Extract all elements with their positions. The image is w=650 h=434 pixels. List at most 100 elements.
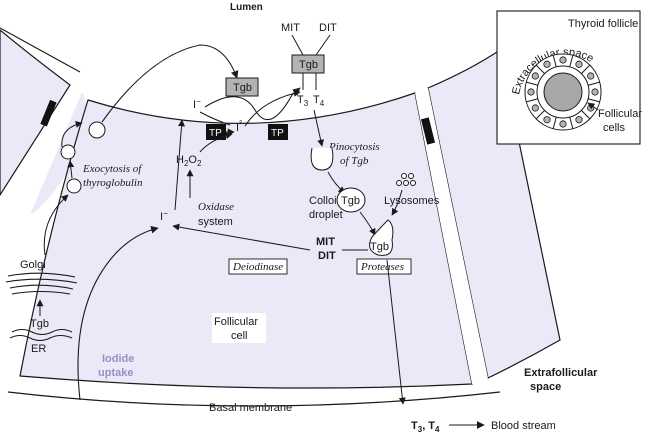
inset-cell-nucleus <box>587 104 595 112</box>
droplet-tgb-label: Tgb <box>341 195 360 207</box>
exocytosis-arrow <box>101 44 239 123</box>
blood-stream-label: Blood stream <box>491 420 556 432</box>
main-follicular-cell <box>19 92 473 389</box>
tight-junction-right <box>420 117 436 145</box>
iodide-uptake-label-1: Iodide <box>102 353 134 365</box>
t3t4-to-pino-arrow <box>313 109 325 147</box>
vesicle-apex <box>88 121 106 139</box>
basal-membrane-curve <box>7 391 501 407</box>
inset-cell-nucleus <box>575 60 583 68</box>
pinocytosis-label-2: of Tgb <box>340 155 369 167</box>
inset-cell-divider <box>587 81 600 86</box>
er-membrane <box>9 328 73 342</box>
tp-box-left <box>206 124 226 140</box>
golgi-stack <box>5 272 78 295</box>
inset-cell-divider <box>552 116 557 129</box>
inset-cell-divider <box>581 64 591 74</box>
droplet-to-lysosome-arrow <box>359 211 376 236</box>
iodide-uptake-arrow <box>77 225 159 401</box>
pinocytosis-label-1: Pinocytosis <box>328 141 380 153</box>
proteases-box <box>356 258 412 275</box>
inset-cell-nucleus <box>575 116 583 124</box>
pinocytosis-pocket <box>310 147 334 171</box>
inset-colloid <box>543 72 583 112</box>
tight-junction-left <box>40 99 57 127</box>
inset-follicular-label-1: Follicular <box>598 108 642 120</box>
inset-cell-divider <box>535 64 545 74</box>
inset-follicular-label-2: cells <box>603 122 626 134</box>
colloid-label-2: droplet <box>309 209 343 221</box>
vesicle-mid <box>60 144 76 160</box>
dit-link <box>315 34 331 56</box>
left-cell <box>0 29 71 197</box>
iodide-to-tp-arrow <box>199 111 231 126</box>
phago-tgb-label: Tgb <box>370 241 389 253</box>
vesicle-arrow-2 <box>61 120 83 148</box>
mit-link <box>291 34 304 56</box>
cell-layer <box>0 27 561 407</box>
t4-label: T4 <box>313 94 325 108</box>
iodide-lower-label: I− <box>160 209 168 223</box>
deiodinase-label: Deiodinase <box>232 261 283 273</box>
lysosomes-label: Lysosomes <box>384 195 440 207</box>
iodine-label: I° <box>236 119 242 134</box>
basal-membrane-label: Basal membrane <box>209 402 292 414</box>
inset-title: Thyroid follicle <box>568 18 638 30</box>
colloid-droplet <box>336 187 366 213</box>
right-gap <box>415 88 488 384</box>
inset-cell-nucleus <box>527 88 535 96</box>
inset-cell-nucleus <box>531 104 539 112</box>
t3t4-release-arrow <box>386 259 406 405</box>
lumen-tgb-group: MIT DIT Tgb T3 T4 <box>281 22 337 108</box>
tgb-box-mid <box>225 77 259 97</box>
t3-label: T3 <box>297 94 309 108</box>
deiodinase-box <box>228 258 288 275</box>
mit-top-label: MIT <box>281 22 300 34</box>
lysosome-dots <box>396 173 416 186</box>
inset-cell-divider <box>569 55 574 68</box>
extrafollicular-label-1: Extrafollicular <box>524 367 598 379</box>
vesicle-low <box>66 178 82 194</box>
iodination-path <box>204 87 301 121</box>
iodine-to-tgb-arrow <box>244 89 301 127</box>
exocytosis-label-1: Exocytosis of <box>82 163 143 175</box>
proteases-label: Proteases <box>360 261 404 273</box>
iodide-upper-label: I− <box>193 97 201 111</box>
inset-thyroid-follicle: Thyroid follicle Extracellular space Fol… <box>496 10 642 145</box>
mit-label: MIT <box>316 236 335 248</box>
tgb-mid-label: Tgb <box>233 82 252 94</box>
oxidase-label-1: Oxidase <box>198 201 234 213</box>
inset-cell-divider <box>526 98 539 103</box>
lysosome-to-phago-arrow <box>391 189 403 216</box>
golgi-to-vesicle-arrow <box>43 194 69 256</box>
tp-left-label: TP <box>209 128 222 139</box>
inset-cell-nucleus <box>559 120 567 128</box>
er-tgb-label: Tgb <box>30 318 49 330</box>
inset-follicular-cells <box>526 55 600 129</box>
extrafollicular-label-2: space <box>530 381 561 393</box>
colloid-label-1: Colloid <box>309 195 343 207</box>
inset-cell-nucleus <box>531 72 539 80</box>
oxidase-label-2: system <box>198 216 233 228</box>
mitdit-to-iodide-arrow <box>172 223 311 251</box>
exocytosis-label-2: thyroglobulin <box>83 177 143 189</box>
inset-cell-divider <box>552 55 557 68</box>
follicle-outline-left <box>0 27 81 73</box>
iodide-up-arrow <box>174 119 186 211</box>
tgb-top-label: Tgb <box>299 59 318 71</box>
inset-cell-nucleus <box>587 72 595 80</box>
phagolysosome <box>369 219 394 256</box>
tp-box-right <box>268 124 288 140</box>
inset-cell-divider <box>535 110 545 120</box>
inset-cell-divider <box>587 98 600 103</box>
lumen-label: Lumen <box>230 2 263 13</box>
inset-cell-nucleus <box>559 56 567 64</box>
inset-cell-divider <box>526 81 539 86</box>
inset-cell-nucleus <box>543 60 551 68</box>
inset-cell-nucleus <box>591 88 599 96</box>
inset-cell-divider <box>581 110 591 120</box>
follicular-cell-label-2: cell <box>231 330 248 342</box>
tp-right-label: TP <box>271 128 284 139</box>
inset-cell-nucleus <box>543 116 551 124</box>
h2o2-to-tp-arrow <box>199 132 233 153</box>
